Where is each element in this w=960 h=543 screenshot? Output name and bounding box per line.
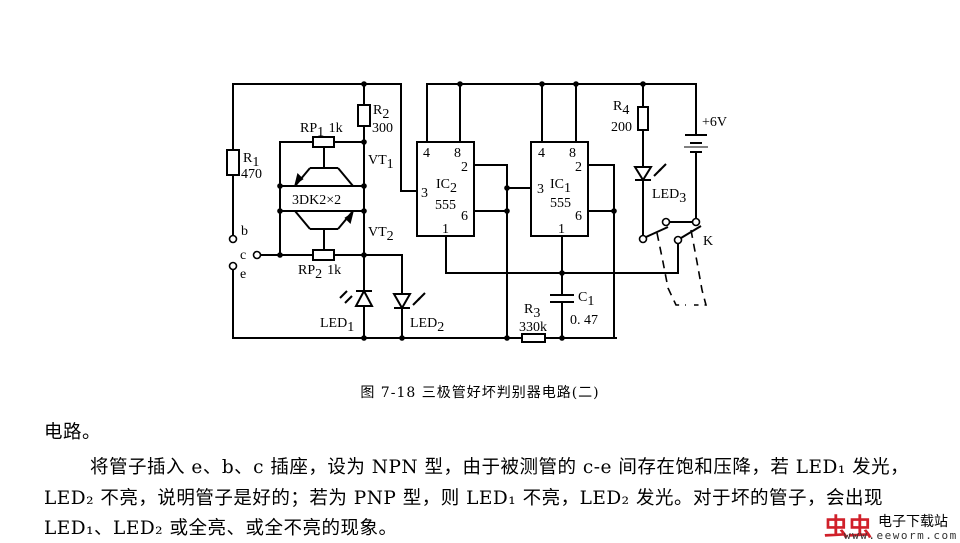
resistor-r3 bbox=[521, 333, 546, 343]
svg-text:555: 555 bbox=[435, 198, 456, 213]
resistor-r2 bbox=[357, 104, 371, 127]
terminal-b[interactable] bbox=[228, 234, 238, 244]
body-line: 电路。 bbox=[44, 422, 102, 443]
label-r2: R2 bbox=[373, 103, 389, 122]
resistor-r4 bbox=[637, 106, 649, 131]
label-switch: K bbox=[703, 234, 713, 249]
svg-text:6: 6 bbox=[461, 209, 468, 224]
label-vt1: VT1 bbox=[368, 153, 394, 172]
svg-text:1: 1 bbox=[442, 222, 449, 237]
switch-contact[interactable] bbox=[691, 217, 701, 227]
label-led3: LED3 bbox=[652, 187, 686, 206]
body-line: LED₁、LED₂ 或全亮、或全不亮的现象。 bbox=[44, 518, 398, 539]
ic2-chip bbox=[416, 141, 475, 237]
potentiometer-rp1 bbox=[312, 136, 335, 148]
label-c: c bbox=[240, 248, 246, 263]
watermark-url: www.eeworm.com bbox=[844, 529, 958, 542]
svg-text:6: 6 bbox=[575, 209, 582, 224]
svg-text:8: 8 bbox=[569, 146, 576, 161]
value-r3: 330k bbox=[519, 320, 547, 335]
battery-icon bbox=[684, 134, 708, 153]
ic1-chip bbox=[530, 141, 589, 237]
svg-text:3: 3 bbox=[421, 186, 428, 201]
label-r3: R3 bbox=[524, 302, 540, 321]
svg-text:1: 1 bbox=[558, 222, 565, 237]
label-b: b bbox=[241, 224, 248, 239]
svg-text:4: 4 bbox=[423, 146, 430, 161]
label-led2: LED2 bbox=[410, 316, 444, 335]
body-line: LED₂ 不亮，说明管子是好的；若为 PNP 型，则 LED₁ 不亮，LED₂ … bbox=[44, 488, 883, 509]
led3-icon bbox=[633, 163, 667, 182]
ic2-labels: 4 8 2 3 6 1 IC2 555 bbox=[421, 146, 468, 237]
switch-contact[interactable] bbox=[673, 235, 683, 245]
svg-text:IC2: IC2 bbox=[436, 177, 457, 196]
svg-text:3: 3 bbox=[537, 182, 544, 197]
value-r1: 470 bbox=[241, 167, 262, 182]
terminal-e[interactable] bbox=[228, 261, 238, 271]
ic1-labels: 4 8 2 3 6 1 IC1 555 bbox=[537, 146, 582, 237]
label-led1: LED1 bbox=[320, 316, 354, 335]
value-r4: 200 bbox=[611, 120, 632, 135]
watermark-name: 电子下载站 bbox=[878, 514, 948, 530]
figure-caption: 图 7-18 三极管好坏判别器电路(二) bbox=[360, 385, 600, 401]
switch-contact[interactable] bbox=[638, 234, 648, 244]
svg-text:4: 4 bbox=[538, 146, 545, 161]
body-line: 将管子插入 e、b、c 插座，设为 NPN 型，由于被测管的 c-e 间存在饱和… bbox=[90, 457, 910, 478]
svg-text:2: 2 bbox=[461, 160, 468, 175]
label-vt2: VT2 bbox=[368, 225, 394, 244]
junction-dots bbox=[277, 81, 646, 341]
wires bbox=[232, 83, 708, 339]
potentiometer-rp2 bbox=[312, 249, 335, 261]
label-r4: R4 bbox=[613, 99, 629, 118]
resistor-r1 bbox=[226, 149, 240, 176]
svg-text:555: 555 bbox=[550, 196, 571, 211]
label-r1: R1 bbox=[243, 151, 259, 170]
watermark: 虫虫 电子下载站 www.eeworm.com bbox=[820, 505, 960, 543]
svg-text:8: 8 bbox=[454, 146, 461, 161]
switch-contact[interactable] bbox=[661, 217, 671, 227]
terminal-c[interactable] bbox=[252, 250, 262, 260]
led1-icon bbox=[339, 288, 374, 307]
led2-icon bbox=[392, 292, 426, 311]
label-supply: +6V bbox=[702, 115, 727, 130]
value-c1: 0. 47 bbox=[570, 313, 598, 328]
value-r2: 300 bbox=[372, 121, 393, 136]
svg-text:2: 2 bbox=[575, 160, 582, 175]
label-transistor-type: 3DK2×2 bbox=[292, 193, 341, 208]
label-c1: C1 bbox=[578, 290, 594, 309]
capacitor-c1 bbox=[550, 294, 574, 303]
label-e: e bbox=[240, 267, 246, 282]
watermark-logo: 虫虫 bbox=[824, 513, 872, 541]
svg-text:IC1: IC1 bbox=[550, 177, 571, 196]
